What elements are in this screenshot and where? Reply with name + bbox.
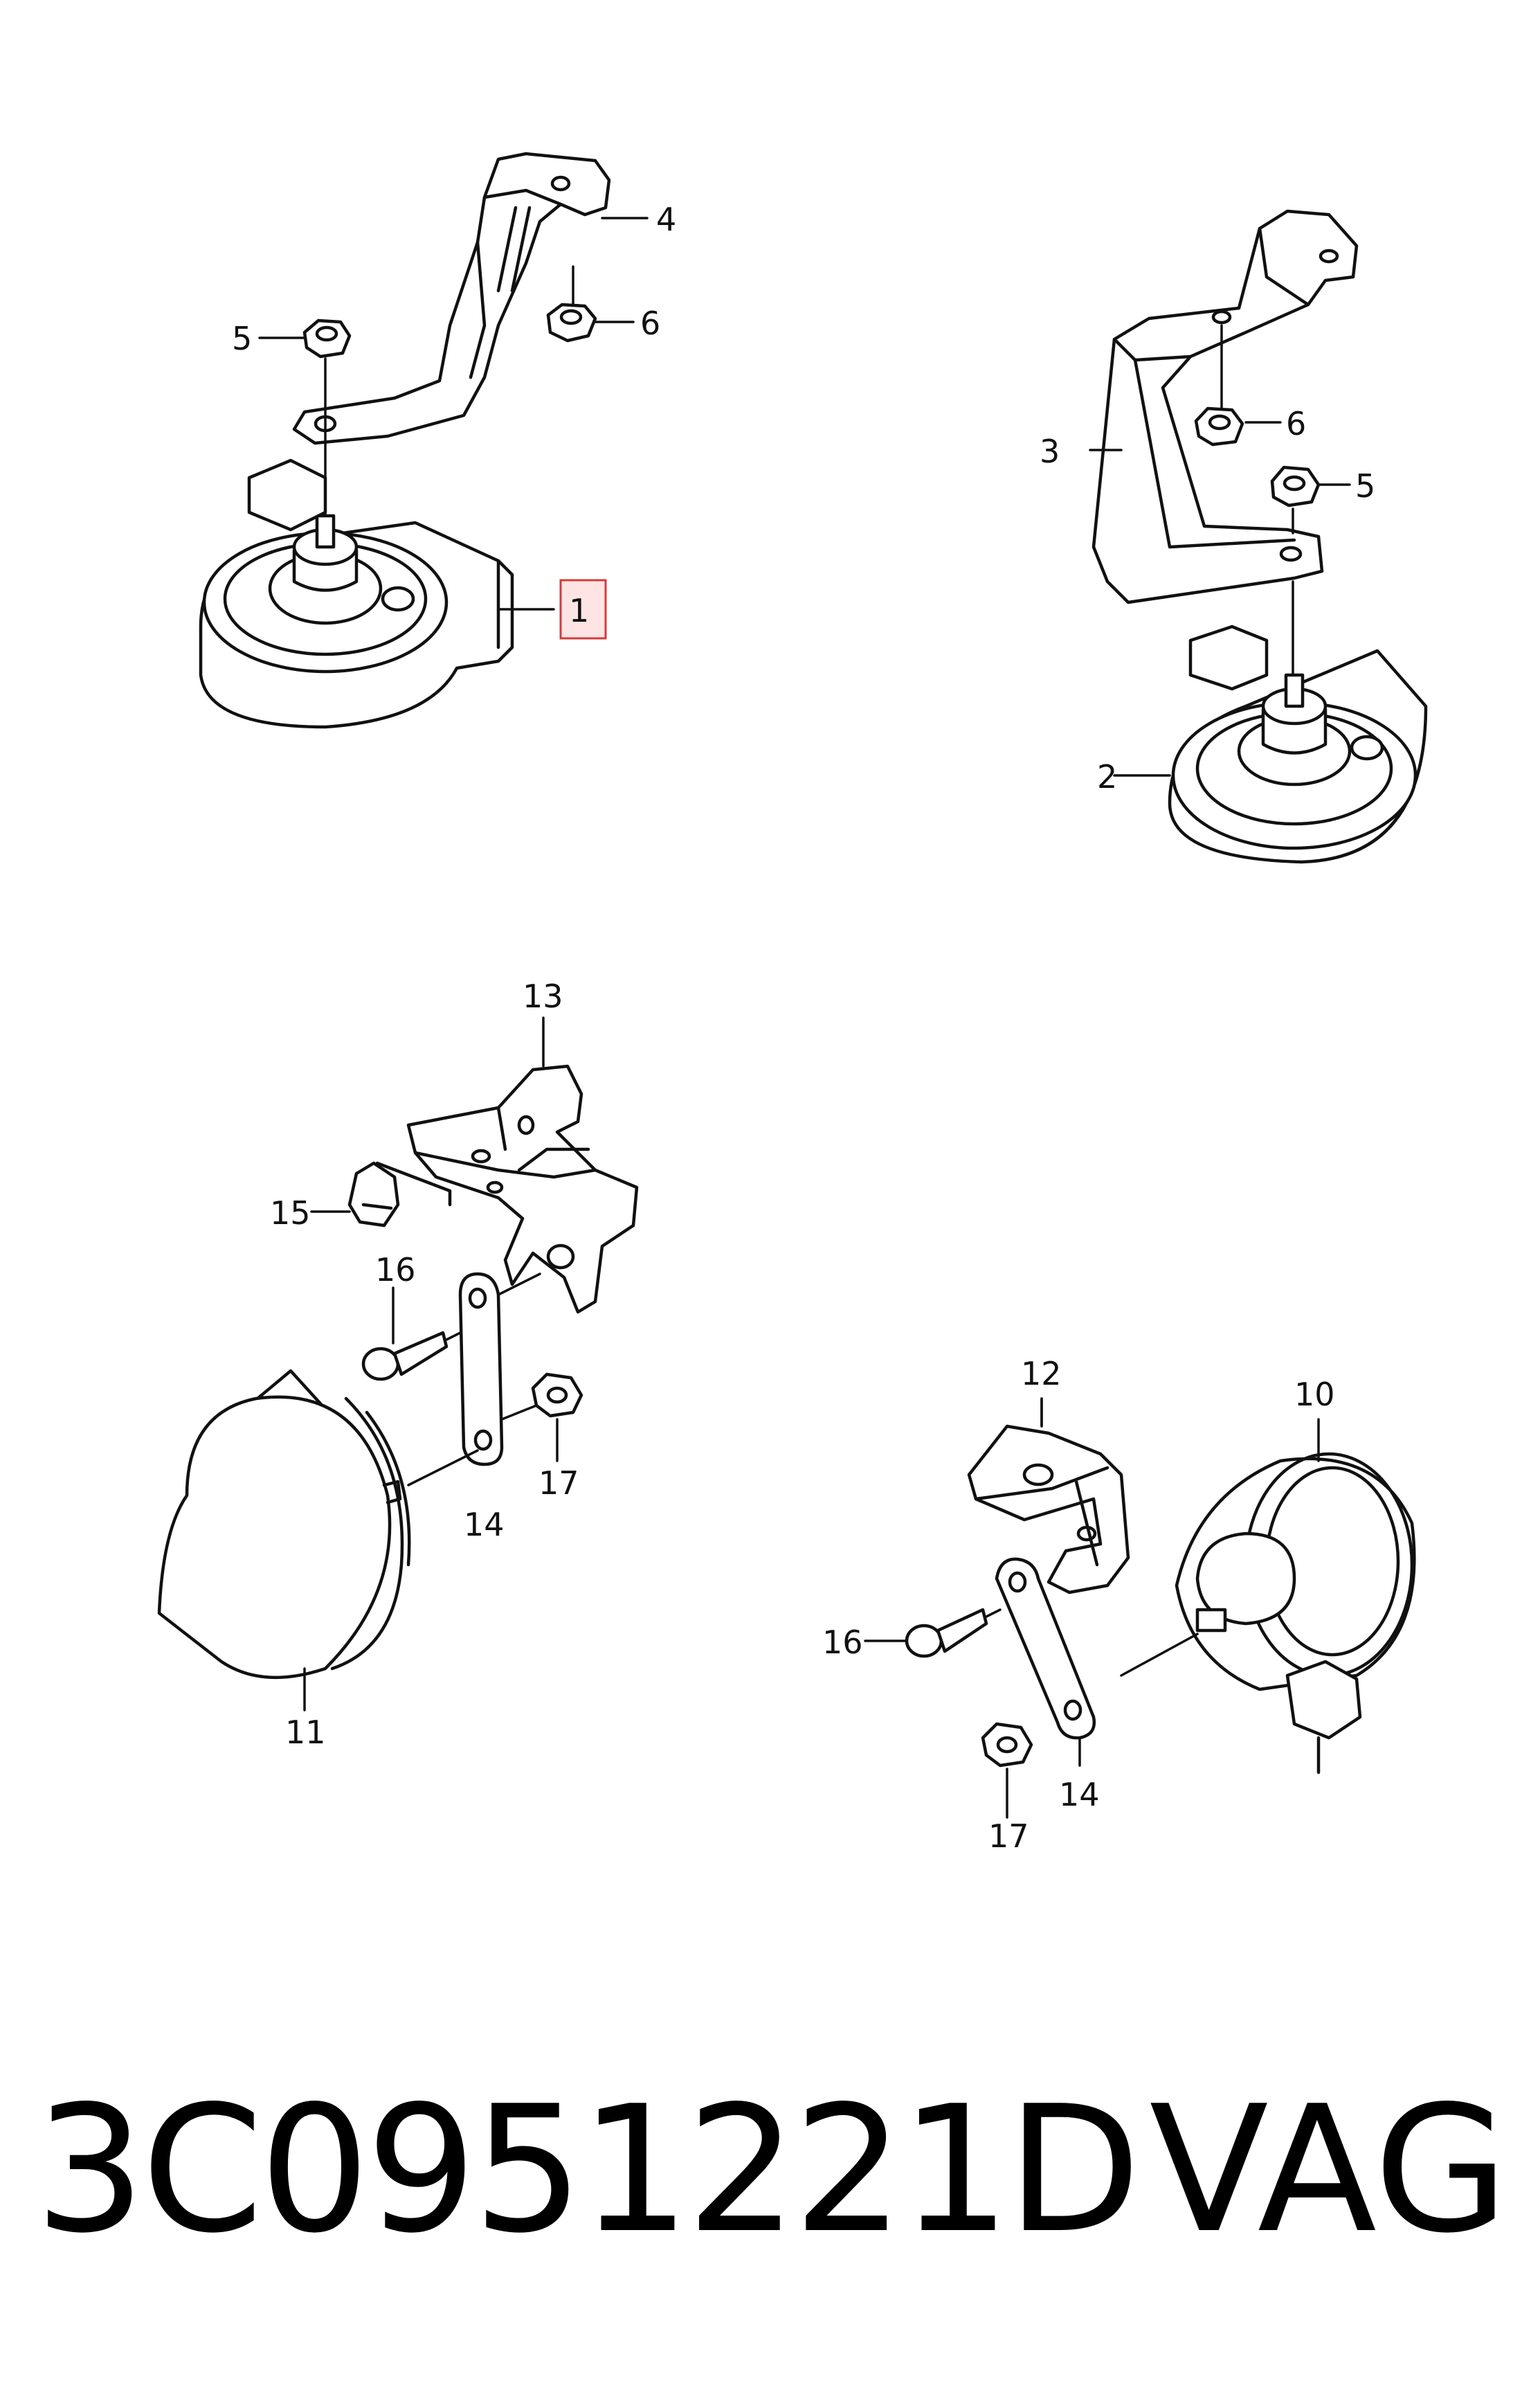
callout-12[interactable]: 12 <box>1021 1355 1062 1392</box>
horn-assembly-top-left <box>199 152 611 729</box>
footer-caption: 3C0951221D VAG <box>35 2067 1509 2274</box>
callout-2[interactable]: 2 <box>1097 758 1117 796</box>
callout-17-right[interactable]: 17 <box>988 1817 1029 1855</box>
connector-clip-icon <box>310 1161 452 1228</box>
horn-assembly-bottom-left <box>157 1064 639 1711</box>
callout-14-left[interactable]: 14 <box>464 1506 505 1543</box>
screw-icon <box>361 1286 462 1381</box>
horn-icon <box>157 1369 479 1711</box>
callout-1[interactable]: 1 <box>569 592 589 629</box>
strap-icon <box>458 1272 541 1466</box>
bracket-icon <box>967 1397 1130 1594</box>
callout-11[interactable]: 11 <box>285 1714 326 1751</box>
nut-icon <box>546 265 597 343</box>
callout-5-top-right[interactable]: 5 <box>1355 467 1375 505</box>
callout-3[interactable]: 3 <box>1040 433 1060 470</box>
nut-icon <box>981 1722 1033 1819</box>
callout-17-left[interactable]: 17 <box>538 1464 579 1502</box>
horn-icon <box>1120 1418 1416 1774</box>
brand-name: VAG <box>1149 2069 1509 2272</box>
horn-assembly-top-right <box>1091 209 1428 864</box>
callout-10[interactable]: 10 <box>1294 1376 1335 1413</box>
leader-lines <box>258 217 1351 1428</box>
nut-icon <box>500 1372 583 1462</box>
bracket-icon <box>406 1064 639 1314</box>
callout-14-right[interactable]: 14 <box>1059 1776 1100 1813</box>
callout-15[interactable]: 15 <box>270 1194 311 1232</box>
callout-4[interactable]: 4 <box>656 201 676 238</box>
callout-6-top-right[interactable]: 6 <box>1286 405 1306 442</box>
callout-6-top-left[interactable]: 6 <box>640 305 660 342</box>
bracket-icon <box>1091 209 1359 604</box>
callout-5-top-left[interactable]: 5 <box>232 320 252 357</box>
callout-16-left[interactable]: 16 <box>375 1251 416 1288</box>
callout-16-right[interactable]: 16 <box>822 1624 863 1661</box>
horn-icon <box>199 458 555 729</box>
nut-icon <box>1270 465 1321 680</box>
callout-13[interactable]: 13 <box>523 978 563 1015</box>
screw-icon <box>864 1608 1002 1658</box>
bracket-icon <box>292 152 611 445</box>
horn-assembly-bottom-right <box>864 1397 1416 1819</box>
nut-icon <box>1194 324 1244 447</box>
callout-labels: 1 2 3 4 5 5 6 6 10 11 12 13 14 14 15 16 … <box>232 201 1375 1855</box>
horn-icon <box>1113 625 1428 864</box>
part-number: 3C0951221D <box>35 2069 1141 2272</box>
highlight-box <box>559 579 607 640</box>
strap-icon <box>995 1557 1096 1767</box>
